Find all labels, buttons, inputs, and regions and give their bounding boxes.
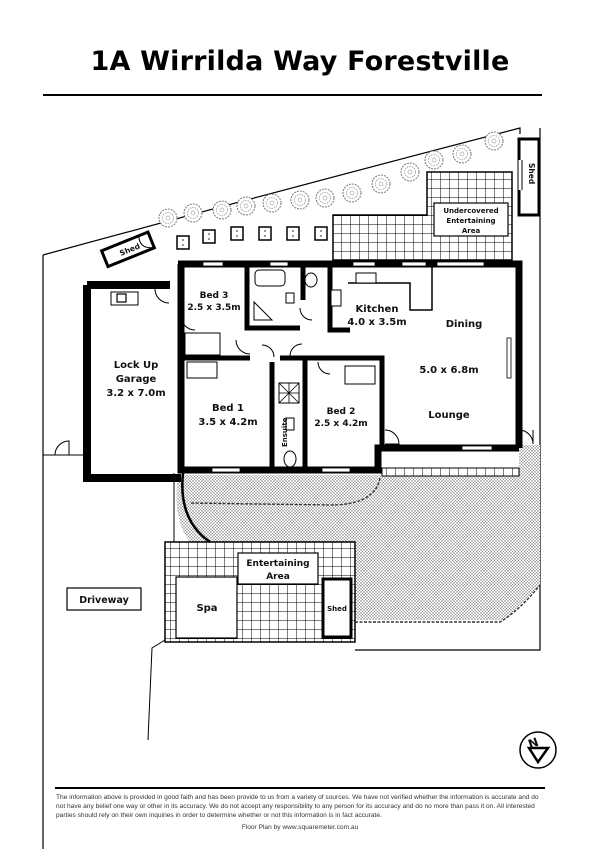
compass-icon: N: [519, 731, 557, 769]
floor-plan-credit: Floor Plan by www.squaremeter.com.au: [241, 824, 359, 831]
disclaimer-text: The information above is provided in goo…: [56, 794, 539, 819]
svg-text:Garage: Garage: [116, 374, 157, 385]
page-title: 1A Wirrilda Way Forestville: [90, 46, 510, 77]
svg-text:Undercovered: Undercovered: [443, 207, 498, 215]
garden-posts: [176, 226, 328, 250]
spa: Spa: [175, 576, 238, 639]
bed2-name: Bed 2: [327, 407, 356, 417]
kitchen-size: 4.0 x 3.5m: [347, 317, 406, 328]
svg-text:N: N: [526, 735, 540, 752]
garage: Lock Up Garage 3.2 x 7.0m: [43, 281, 181, 482]
svg-text:Area: Area: [266, 572, 290, 582]
footer-divider: [55, 787, 545, 789]
svg-text:3.2 x 7.0m: 3.2 x 7.0m: [106, 388, 165, 399]
shed-top-left: Shed: [99, 230, 157, 269]
svg-text:Area: Area: [462, 227, 481, 235]
living-size: 5.0 x 6.8m: [419, 365, 478, 376]
driveway: Driveway: [66, 587, 142, 611]
svg-text:Lock Up: Lock Up: [114, 360, 159, 371]
doors: [180, 307, 534, 445]
undercovered-entertaining-area: Undercovered Entertaining Area: [332, 171, 513, 261]
shed-top-right-label: Shed: [527, 163, 536, 184]
lounge-label: Lounge: [428, 410, 470, 421]
bed1-size: 3.5 x 4.2m: [198, 417, 257, 428]
house-walls: [177, 260, 523, 474]
property-boundary: [42, 127, 541, 849]
bed2-size: 2.5 x 4.2m: [314, 419, 367, 429]
bed3-name: Bed 3: [200, 291, 229, 301]
gravel-area: [176, 445, 541, 623]
dining-label: Dining: [446, 319, 483, 330]
svg-text:Driveway: Driveway: [79, 595, 129, 606]
bed3-size: 2.5 x 3.5m: [187, 303, 240, 313]
bed1-name: Bed 1: [212, 403, 244, 414]
svg-text:Entertaining: Entertaining: [246, 559, 309, 569]
title-divider: [43, 94, 542, 96]
kitchen-name: Kitchen: [356, 304, 399, 315]
svg-text:Spa: Spa: [196, 603, 217, 614]
svg-text:Entertaining: Entertaining: [446, 217, 495, 225]
fixtures: [184, 269, 377, 468]
shed-top-right: Shed: [517, 137, 541, 217]
shed-bottom: Shed: [321, 577, 353, 639]
svg-text:Shed: Shed: [327, 605, 347, 613]
ensuite-label: Ensuite: [281, 417, 289, 447]
